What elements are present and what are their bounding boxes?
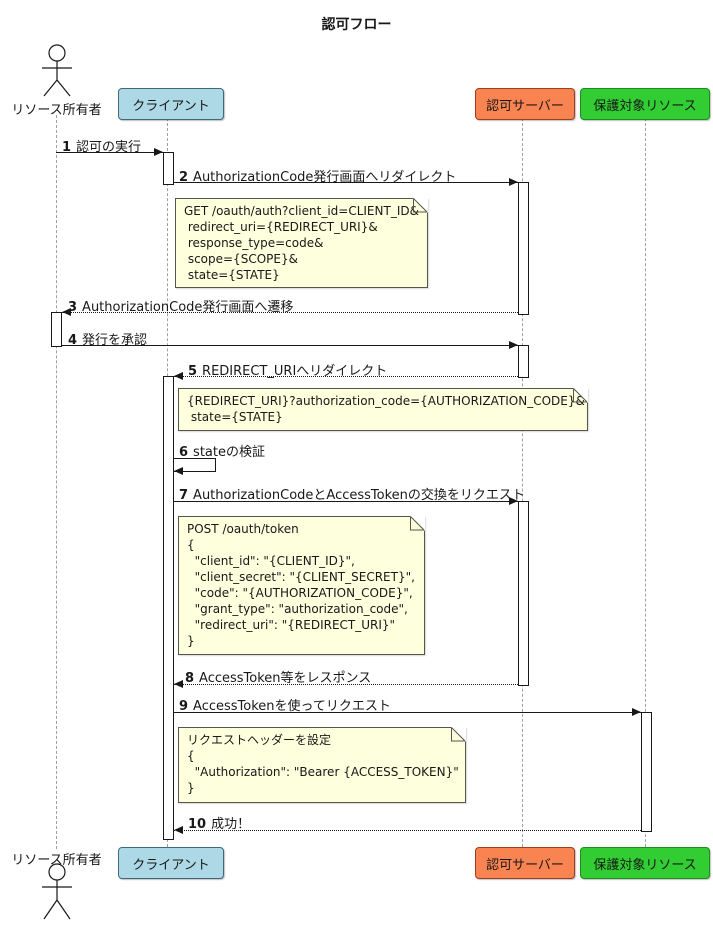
message-3-arrowhead (62, 308, 71, 316)
message-2-text: AuthorizationCode発行画面へリダイレクト (193, 170, 457, 185)
message-2-arrowhead (509, 178, 518, 186)
participant-client-label: クライアント (132, 98, 210, 114)
actor-label-bottom: リソース所有者 (11, 853, 102, 868)
message-8-text: AccessToken等をレスポンス (199, 671, 372, 686)
message-10-label: 10 成功！ (188, 813, 250, 832)
activation-resource-owner (51, 312, 62, 347)
message-6-line-top (174, 458, 216, 459)
message-7-label: 7 AuthorizationCodeとAccessTokenの交換をリクエスト (179, 484, 525, 503)
note-fold-icon (413, 198, 428, 213)
message-10-number: 10 (188, 817, 207, 832)
lifeline-protected-resource (645, 118, 646, 847)
message-4-label: 4 発行を承認 (68, 329, 147, 348)
note-fold-icon (410, 516, 425, 531)
message-4-line (62, 345, 518, 346)
message-10-line (174, 830, 641, 831)
lifeline-resource-owner (56, 115, 57, 849)
message-7-text: AuthorizationCodeとAccessTokenの交換をリクエスト (193, 488, 525, 503)
message-6-line-right (215, 458, 216, 472)
message-4-arrowhead (509, 341, 518, 349)
message-5-label: 5 REDIRECT_URIへリダイレクト (188, 360, 387, 379)
note-text: リクエストヘッダーを設定 { "Authorization": "Bearer … (187, 733, 459, 795)
actor-icon-top (42, 44, 72, 97)
message-2-number: 2 (179, 170, 189, 185)
participant-client-top: クライアント (118, 88, 224, 120)
participant-auth-server-top: 認可サーバー (475, 88, 575, 120)
message-6-arrowhead (174, 467, 183, 475)
activation-auth-server-3 (518, 501, 529, 686)
activation-client-1 (163, 152, 174, 185)
note-get-oauth-auth: GET /oauth/auth?client_id=CLIENT_ID& red… (175, 198, 428, 288)
message-6-label: 6 stateの検証 (179, 441, 265, 460)
note-fold-icon (573, 388, 588, 403)
participant-client-label: クライアント (132, 857, 210, 873)
lifeline-auth-server (522, 118, 523, 847)
participant-auth-server-label: 認可サーバー (486, 857, 564, 873)
message-2-line (174, 182, 518, 183)
message-7-line (174, 501, 518, 502)
message-9-text: AccessTokenを使ってリクエスト (193, 699, 391, 714)
message-8-line (174, 684, 518, 685)
message-5-text: REDIRECT_URIへリダイレクト (202, 364, 388, 379)
participant-client-bottom: クライアント (118, 847, 224, 879)
message-6-number: 6 (179, 445, 189, 460)
participant-protected-resource-label: 保護対象リソース (593, 857, 697, 873)
activation-client-2 (163, 376, 174, 840)
message-7-number: 7 (179, 488, 189, 503)
message-2-label: 2 AuthorizationCode発行画面へリダイレクト (179, 166, 456, 185)
participant-protected-resource-label: 保護対象リソース (593, 98, 697, 114)
activation-protected-resource (641, 712, 652, 832)
message-9-number: 9 (179, 699, 189, 714)
message-9-label: 9 AccessTokenを使ってリクエスト (179, 695, 391, 714)
message-8-number: 8 (185, 671, 195, 686)
message-9-line (174, 712, 641, 713)
message-5-arrowhead (174, 372, 183, 380)
message-8-label: 8 AccessToken等をレスポンス (185, 667, 371, 686)
message-5-number: 5 (188, 364, 198, 379)
participant-protected-resource-bottom: 保護対象リソース (580, 847, 710, 879)
activation-auth-server-2 (518, 345, 529, 378)
actor-label-top: リソース所有者 (11, 103, 102, 118)
message-1-number: 1 (62, 140, 72, 155)
diagram-title: 認可フロー (321, 17, 392, 33)
message-3-label: 3 AuthorizationCode発行画面へ遷移 (68, 296, 293, 315)
message-3-number: 3 (68, 300, 78, 315)
message-4-number: 4 (68, 333, 78, 348)
message-4-text: 発行を承認 (82, 333, 148, 348)
message-1-arrowhead (154, 148, 163, 156)
note-post-oauth-token: POST /oauth/token { "client_id": "{CLIEN… (178, 516, 425, 655)
message-6-line-bottom (174, 471, 216, 472)
note-request-header: リクエストヘッダーを設定 { "Authorization": "Bearer … (178, 727, 466, 803)
note-text: POST /oauth/token { "client_id": "{CLIEN… (187, 522, 415, 648)
message-1-label: 1 認可の実行 (62, 136, 141, 155)
message-7-arrowhead (509, 497, 518, 505)
actor-icon-bottom (42, 863, 72, 920)
message-1-line (56, 152, 163, 153)
note-redirect-uri: {REDIRECT_URI}?authorization_code={AUTHO… (178, 388, 588, 431)
note-text: {REDIRECT_URI}?authorization_code={AUTHO… (187, 394, 585, 424)
message-5-line (174, 376, 518, 377)
note-text: GET /oauth/auth?client_id=CLIENT_ID& red… (184, 204, 419, 282)
message-10-text: 成功！ (211, 817, 251, 832)
participant-auth-server-label: 認可サーバー (486, 98, 564, 114)
message-8-arrowhead (174, 680, 183, 688)
message-9-arrowhead (632, 708, 641, 716)
note-fold-icon (451, 727, 466, 742)
activation-auth-server-1 (518, 182, 529, 315)
participant-protected-resource-top: 保護対象リソース (580, 88, 710, 120)
message-1-text: 認可の実行 (76, 140, 142, 155)
message-10-arrowhead (174, 826, 183, 834)
participant-auth-server-bottom: 認可サーバー (475, 847, 575, 879)
message-6-text: stateの検証 (193, 445, 265, 460)
message-3-line (62, 312, 518, 313)
message-3-text: AuthorizationCode発行画面へ遷移 (82, 300, 294, 315)
